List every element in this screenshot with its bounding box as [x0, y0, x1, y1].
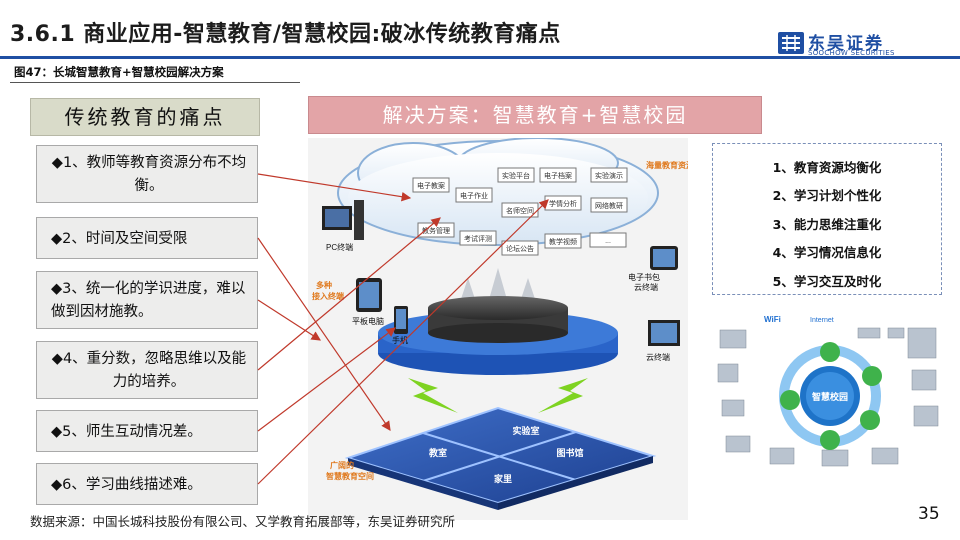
- pain-item-4: ◆4、重分数，忽略思维以及能力的培养。: [36, 341, 258, 399]
- cloud-cell-11: 论坛公告: [506, 244, 534, 253]
- header-divider: [0, 56, 960, 59]
- figure-caption: 图47：长城智慧教育+智慧校园解决方案: [14, 65, 224, 79]
- pain-item-6: ◆6、学习曲线描述难。: [36, 463, 258, 505]
- page-title: 3.6.1 商业应用-智慧教育/智慧校园:破冰传统教育痛点: [10, 22, 561, 47]
- goal-item-2: 2、学习计划个性化: [772, 188, 882, 203]
- smart-education-diagram: 电子教案 电子作业 实验平台 电子档案 实验演示 教务管理 考试评测 名师空间 …: [308, 138, 688, 520]
- cloud-cell-3: 实验平台: [502, 171, 530, 180]
- caption-underline: [10, 82, 300, 83]
- cloud-cell-8: 名师空间: [506, 206, 534, 215]
- logo-mark-icon: [778, 32, 804, 54]
- space-label: 广阔的: [330, 460, 354, 470]
- tablet-icon: 平板电脑: [352, 278, 384, 326]
- page-number: 35: [918, 504, 940, 524]
- cloud-cell-5: 实验演示: [595, 171, 623, 180]
- cloud-terminal-icon: 云终端: [646, 320, 680, 362]
- cloud-cell-2: 电子作业: [460, 191, 488, 200]
- floor-tile-lab: 实验室: [512, 425, 539, 436]
- goal-item-1: 1、教育资源均衡化: [772, 160, 882, 175]
- floor-tile-home: 家里: [494, 473, 512, 484]
- svg-text:电子书包: 电子书包: [628, 272, 660, 282]
- resource-cloud: [337, 138, 659, 246]
- logo-subtitle: SOOCHOW SECURITIES: [808, 49, 895, 57]
- pain-points-header: 传统教育的痛点: [30, 98, 260, 136]
- brand-logo: 东吴证券 SOOCHOW SECURITIES: [778, 30, 918, 58]
- svg-text:云终端: 云终端: [634, 282, 658, 292]
- pain-item-2: ◆2、时间及空间受限: [36, 217, 258, 259]
- cloud-cell-10: 网络教研: [595, 201, 623, 210]
- cloud-cell-6: 教务管理: [422, 226, 450, 235]
- svg-text:手机: 手机: [392, 335, 408, 345]
- goal-item-5: 5、学习交互及时化: [772, 274, 882, 289]
- campus-center-label: 智慧校园: [812, 391, 848, 402]
- svg-text:接入终端: 接入终端: [312, 291, 344, 301]
- ebag-terminal-icon: 电子书包 云终端: [628, 246, 678, 292]
- floor-tile-library: 图书馆: [556, 447, 583, 458]
- logo-name: 东吴证券: [808, 34, 884, 54]
- cloud-cell-13: ...: [605, 238, 611, 245]
- wifi-icon: WiFi: [764, 315, 781, 324]
- cloud-cell-12: 教学视频: [549, 237, 577, 246]
- pain-item-5: ◆5、师生互动情况差。: [36, 410, 258, 452]
- floor-tile-classroom: 教室: [428, 447, 447, 458]
- smart-campus-diagram: WiFi Internet 智慧校园: [712, 308, 948, 480]
- internet-icon: Internet: [810, 317, 834, 324]
- svg-text:云终端: 云终端: [646, 352, 670, 362]
- svg-text:平板电脑: 平板电脑: [352, 316, 384, 326]
- cloud-cell-4: 电子档案: [544, 171, 572, 180]
- cloud-cell-7: 考试评测: [464, 234, 492, 243]
- cloud-cell-1: 电子教案: [417, 181, 445, 190]
- goal-item-4: 4、学习情况信息化: [772, 245, 882, 260]
- cloud-side-label: 海量教育资源: [646, 160, 688, 170]
- svg-text:PC终端: PC终端: [326, 242, 353, 252]
- goal-item-3: 3、能力思维注重化: [772, 217, 882, 232]
- access-label: 多种: [316, 280, 332, 290]
- campus-buildings: [717, 327, 939, 467]
- solution-goals-box: 1、教育资源均衡化 2、学习计划个性化 3、能力思维注重化 4、学习情况信息化 …: [712, 143, 942, 295]
- data-source: 数据来源：中国长城科技股份有限公司、又学教育拓展部等，东吴证券研究所: [30, 514, 456, 529]
- svg-text:智慧教育空间: 智慧教育空间: [326, 471, 374, 481]
- campus-ring-nodes: [780, 342, 882, 450]
- phone-icon: 手机: [392, 306, 408, 345]
- pain-item-3: ◆3、统一化的学识进度，难以做到因材施教。: [36, 271, 258, 329]
- solution-header: 解决方案：智慧教育+智慧校园: [308, 96, 762, 134]
- pain-item-1: ◆1、教师等教育资源分布不均衡。: [36, 145, 258, 203]
- cloud-cell-9: 学情分析: [549, 199, 577, 208]
